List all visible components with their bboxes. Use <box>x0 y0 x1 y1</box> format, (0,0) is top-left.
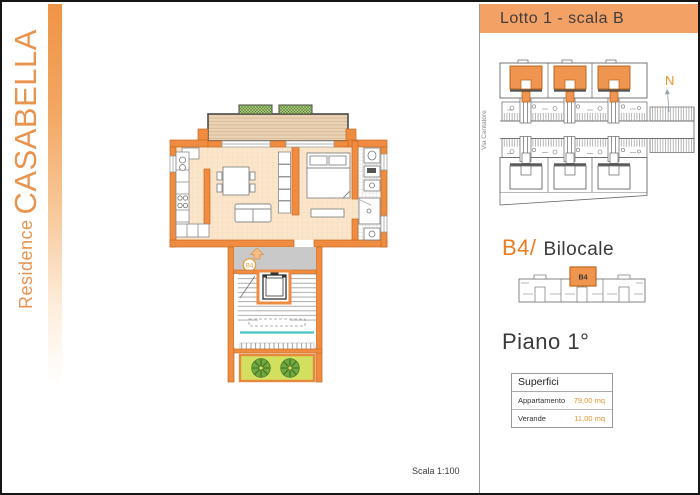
unit-highlight-block: B4 <box>569 266 597 287</box>
surfaces-table: Superfici Appartamento 79,00 mq Verande … <box>511 373 613 428</box>
brand-residence: Residence <box>16 219 36 309</box>
tree-icon <box>251 358 271 378</box>
row-label: Appartamento <box>518 396 566 405</box>
veranda <box>207 104 349 142</box>
road-lines <box>500 107 695 153</box>
street-label: Via Cantatore <box>481 110 488 150</box>
table-row: Appartamento 79,00 mq <box>512 392 612 409</box>
windows <box>169 140 388 233</box>
panel-divider <box>479 4 480 493</box>
lower-units <box>509 152 631 190</box>
courtyard-garden <box>238 353 316 383</box>
garden-scribbles <box>507 104 641 155</box>
elevator-icon <box>256 269 292 305</box>
row-value: 11,00 mq <box>574 414 605 423</box>
floor-heading: Piano 1° <box>502 329 590 354</box>
tree-icon <box>280 358 300 378</box>
unit-location-strip: B4 <box>518 266 646 303</box>
dining-table <box>216 166 256 196</box>
row-label: Verande <box>518 414 546 423</box>
stairwell: B4 <box>227 246 323 383</box>
unit-badge: B4 <box>242 258 257 272</box>
brand-casabella: CASABELLA <box>8 29 43 215</box>
unit-code: B4/ <box>502 235 537 260</box>
brand-gradient-bar <box>48 4 62 493</box>
site-plan: Via Cantatore N <box>481 59 695 206</box>
up-arrow-icon <box>249 247 265 260</box>
parking-hatch <box>503 106 695 153</box>
surfaces-table-title: Superfici <box>512 374 612 392</box>
strip-unit-badge: B4 <box>579 275 588 282</box>
header-bar: Lotto 1 - scala B <box>480 4 698 33</box>
unit-badge-label: B4 <box>246 263 254 269</box>
cabinet-stack <box>278 151 291 214</box>
bedroom-furniture <box>306 152 351 218</box>
unit-type: Bilocale <box>543 239 615 260</box>
kitchen-fixtures <box>175 147 210 238</box>
page-title: Lotto 1 - scala B <box>500 9 625 27</box>
unit-heading: B4/ Bilocale <box>502 235 614 261</box>
bathroom-fixtures <box>357 147 381 241</box>
brand-vertical-text: Residence CASABELLA <box>8 24 44 309</box>
highlighted-units <box>509 65 631 103</box>
north-label: N <box>665 73 674 88</box>
planter-left-icon <box>238 104 273 115</box>
north-arrow-icon: N <box>664 73 674 113</box>
planter-right-icon <box>278 104 313 115</box>
sofa <box>234 203 272 223</box>
table-row: Verande 11,00 mq <box>512 409 612 427</box>
floor-plan: B4 <box>169 104 388 383</box>
row-value: 79,00 mq <box>573 396 605 405</box>
scale-note: Scala 1:100 <box>412 466 460 476</box>
